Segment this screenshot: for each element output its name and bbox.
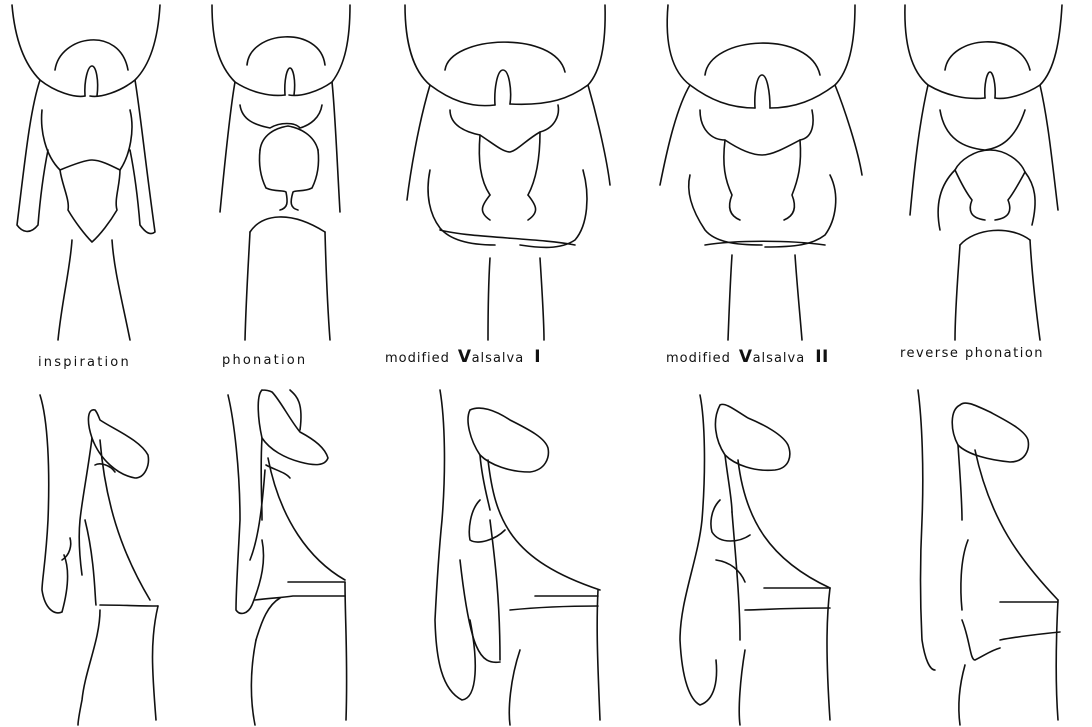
caption-rest: alsalva: [753, 351, 806, 366]
frontal-view-phonation: [212, 5, 350, 340]
caption-rest: alsalva: [472, 351, 525, 366]
caption-modified-valsalva-2: modified Valsalva II: [666, 347, 829, 367]
caption-phonation: phonation: [222, 353, 307, 368]
caption-inspiration: inspiration: [38, 355, 131, 370]
frontal-view-inspiration: [12, 5, 160, 340]
lateral-view-inspiration: [40, 395, 158, 725]
lateral-view-reverse-phonation: [918, 390, 1060, 725]
caption-v: V: [739, 347, 753, 367]
caption-v: V: [458, 347, 472, 367]
frontal-view-valsalva-2: [660, 5, 862, 340]
caption-numeral: I: [534, 347, 541, 367]
frontal-view-valsalva-1: [405, 5, 610, 340]
lateral-view-valsalva-2: [680, 395, 830, 725]
caption-prefix: modified: [385, 351, 450, 366]
frontal-view-reverse-phonation: [905, 5, 1062, 340]
caption-reverse-phonation: reverse phonation: [900, 346, 1044, 361]
caption-prefix: modified: [666, 351, 731, 366]
caption-modified-valsalva-1: modified Valsalva I: [385, 347, 541, 367]
lateral-view-phonation: [228, 390, 347, 725]
lateral-view-valsalva-1: [435, 390, 600, 725]
caption-numeral: II: [815, 347, 829, 367]
